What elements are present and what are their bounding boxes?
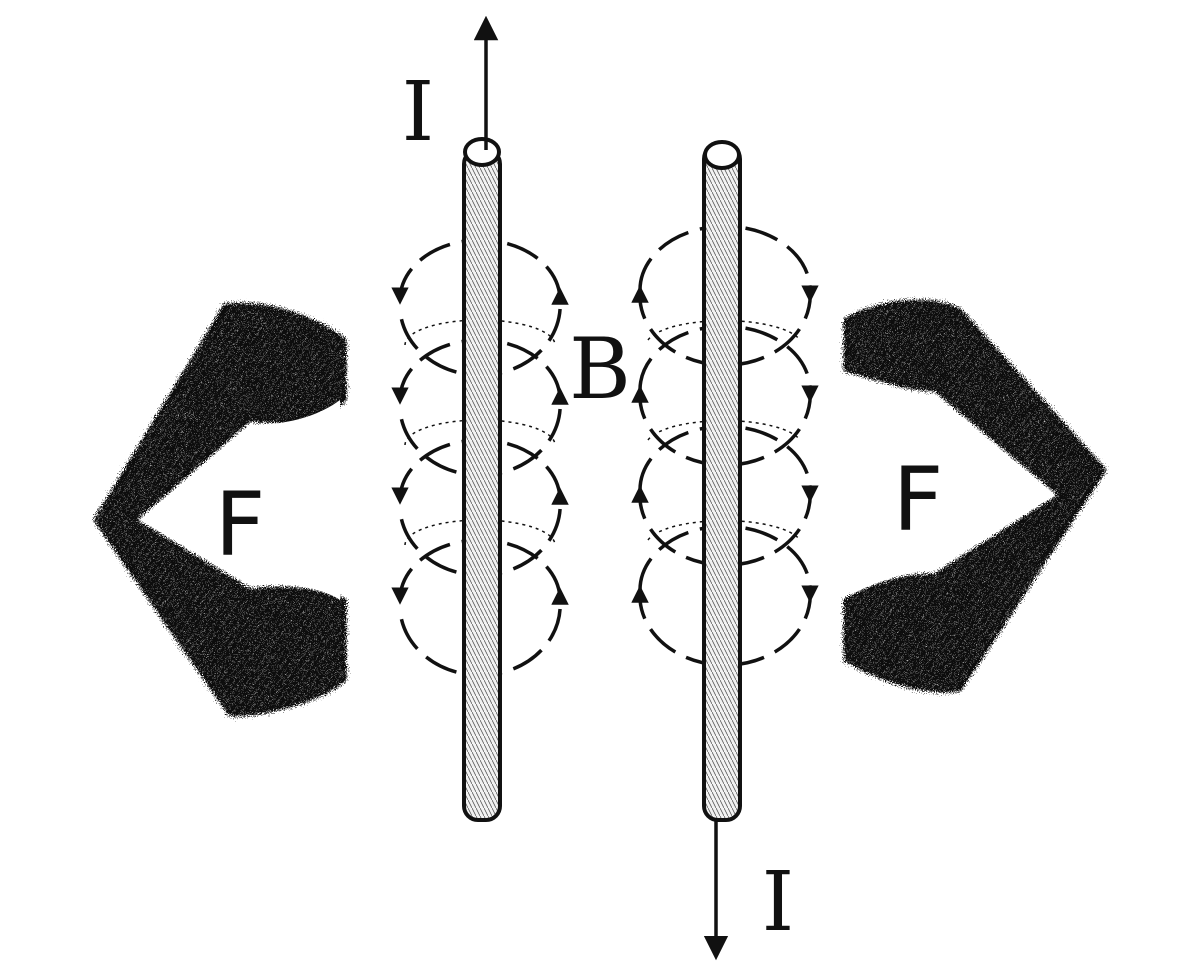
- left-loop-2: [391, 338, 569, 477]
- right-loop-4: [631, 524, 819, 667]
- field-label: B: [569, 320, 631, 418]
- current-label-top: I: [402, 65, 434, 160]
- left-field-loops: [391, 238, 569, 677]
- left-force-arrow: [93, 302, 347, 717]
- left-loop-4: [391, 538, 569, 677]
- force-label-right: F: [893, 448, 944, 551]
- right-wire: [702, 140, 742, 961]
- current-label-bottom: I: [762, 855, 794, 950]
- left-loop-1: [391, 238, 569, 377]
- left-wire: [462, 15, 502, 822]
- right-loop-3: [631, 424, 819, 567]
- right-field-loops: [631, 224, 819, 667]
- right-force-arrow: [843, 299, 1107, 693]
- force-label-left: F: [215, 473, 266, 576]
- right-loop-2: [631, 324, 819, 467]
- right-loop-1: [631, 224, 819, 367]
- left-loop-3: [391, 438, 569, 577]
